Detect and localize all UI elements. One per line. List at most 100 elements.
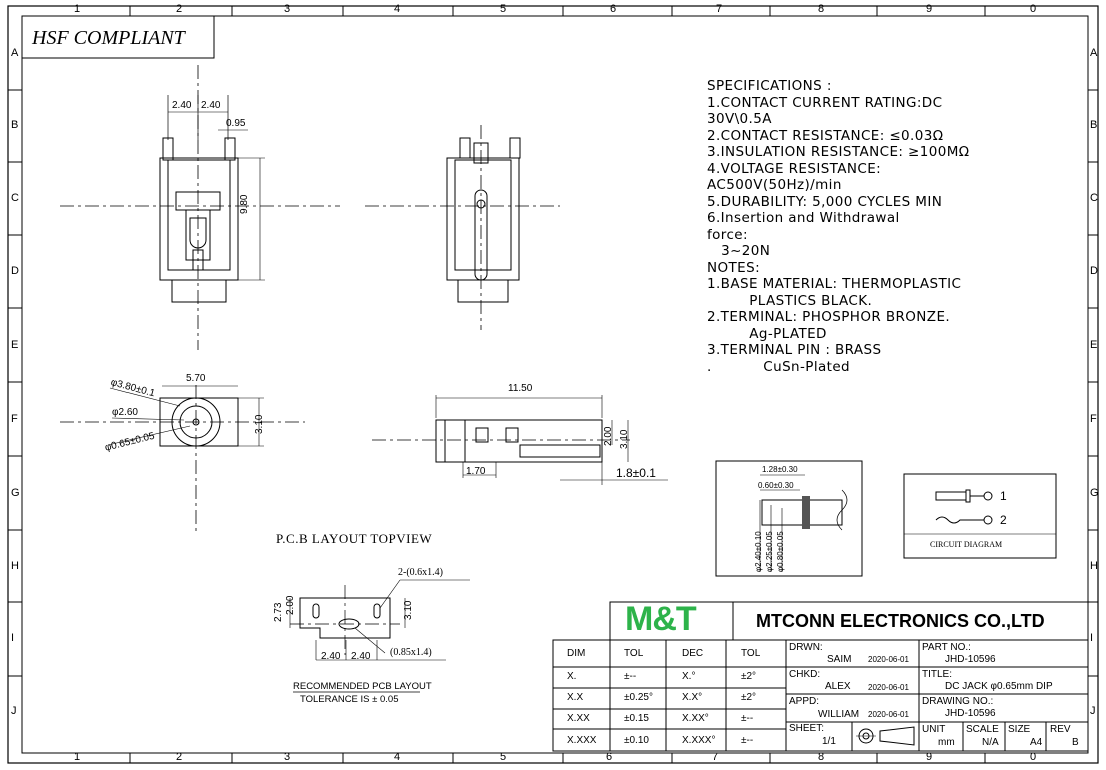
circuit-label: CIRCUIT DIAGRAM — [930, 540, 1003, 549]
grid-row-f: F — [11, 413, 18, 425]
spec-line: SPECIFICATIONS : — [707, 78, 832, 94]
grid-row-h: H — [11, 560, 19, 572]
spec-line: Ag-PLATED — [707, 325, 827, 342]
detail-dim-5: φ0.80±0.05 — [776, 531, 785, 572]
grid-col-5-bottom: 5 — [500, 751, 507, 763]
bottom-dim-3: φ2.60 — [112, 407, 138, 418]
grid-row-j: J — [11, 705, 17, 717]
grid-col-6: 6 — [610, 3, 617, 15]
bottom-dim-1: 5.70 — [186, 373, 206, 384]
tol-cell: ±2° — [741, 692, 757, 703]
front-dim-3: 0.95 — [226, 118, 246, 129]
grid-row-c: C — [11, 192, 19, 204]
grid-col-3: 3 — [284, 3, 291, 15]
detail-dim-1: 1.28±0.30 — [762, 465, 798, 474]
side-view-bottom — [372, 395, 668, 485]
tol-header-dec: DEC — [682, 648, 704, 659]
bottom-dim-5: 3.10 — [254, 414, 265, 434]
size-value: A4 — [1030, 737, 1043, 748]
projection-symbol — [856, 726, 915, 746]
grid-col-2: 2 — [176, 3, 183, 15]
tol-cell: ±-- — [741, 735, 754, 746]
drwn-label: DRWN: — [789, 642, 823, 653]
company-name: MTCONN ELECTRONICS CO.,LTD — [756, 611, 1045, 631]
pcb-dim-4: 3.10 — [403, 600, 414, 620]
tol-header-tol: TOL — [624, 648, 644, 659]
spec-line: . CuSn-Plated — [707, 358, 851, 375]
circuit-pin-1: 1 — [1000, 489, 1007, 503]
sheet-value: 1/1 — [822, 736, 836, 747]
chkd-date: 2020-06-01 — [868, 683, 909, 692]
tol-header-tol2: TOL — [741, 648, 761, 659]
hsf-box — [21, 15, 215, 59]
spec-line: 3~20N — [707, 243, 771, 259]
side-dim-2: 2.00 — [603, 426, 614, 446]
title-block-grid — [552, 601, 1089, 752]
tol-cell: ±2° — [741, 671, 757, 682]
appd-name: WILLIAM — [818, 709, 860, 720]
grid-col-8-bottom: 8 — [818, 751, 825, 763]
spec-line: 1.BASE MATERIAL: THERMOPLASTIC — [707, 276, 962, 292]
grid-col-3-bottom: 3 — [284, 751, 291, 763]
grid-row-e: E — [11, 339, 19, 351]
grid-col-5: 5 — [500, 3, 507, 15]
detail-dim-3: φ2.40±0.10 — [754, 531, 763, 572]
tol-cell: X.X — [567, 692, 584, 703]
front-dim-1: 2.40 — [172, 100, 192, 111]
pcb-dim-7: (0.85x1.4) — [390, 647, 432, 658]
part-no-label: PART NO.: — [922, 642, 971, 653]
part-no-value: JHD-10596 — [945, 654, 996, 665]
detail-dim-2: 0.60±0.30 — [758, 481, 794, 490]
spec-line: 4.VOLTAGE RESISTANCE: — [707, 160, 882, 177]
grid-row-b: B — [11, 119, 19, 131]
tol-cell: X.XXX° — [682, 735, 716, 746]
grid-col-0-bottom: 0 — [1030, 751, 1037, 763]
appd-label: APPD: — [789, 696, 820, 707]
pcb-dim-5: 2.40 — [321, 651, 341, 662]
pcb-dim-2: 2.73 — [273, 602, 284, 622]
specifications-block: SPECIFICATIONS : 1.CONTACT CURRENT RATIN… — [707, 78, 969, 375]
front-dim-4: 9.80 — [239, 194, 250, 214]
tol-cell: ±0.10 — [624, 735, 649, 746]
rev-label: REV — [1050, 724, 1071, 735]
grid-row-i: I — [11, 632, 15, 644]
title-value: DC JACK φ0.65mm DIP — [945, 681, 1053, 692]
tol-cell: X.XX° — [682, 713, 709, 724]
spec-line: PLASTICS BLACK. — [707, 292, 873, 309]
spec-line: 1.CONTACT CURRENT RATING:DC — [707, 94, 943, 111]
tol-cell: X.XXX — [567, 735, 597, 746]
grid-row-a-right: A — [1090, 47, 1098, 59]
grid-row-d-right: D — [1090, 265, 1098, 277]
grid-col-4-bottom: 4 — [394, 751, 401, 763]
grid-row-g: G — [11, 487, 20, 499]
front-dim-2: 2.40 — [201, 100, 221, 111]
spec-line: force: — [707, 226, 748, 243]
spec-line: 5.DURABILITY: 5,000 CYCLES MIN — [707, 193, 943, 210]
sheet-label: SHEET: — [789, 723, 825, 734]
grid-col-7-bottom: 7 — [712, 751, 719, 763]
circuit-diagram — [903, 473, 1057, 559]
grid-col-8: 8 — [818, 3, 825, 15]
appd-date: 2020-06-01 — [868, 710, 909, 719]
spec-line: 2.CONTACT RESISTANCE: ≤0.03Ω — [707, 127, 944, 144]
grid-col-1-bottom: 1 — [74, 751, 81, 763]
unit-label: UNIT — [922, 724, 946, 735]
bottom-view — [60, 385, 305, 535]
title-label: TITLE: — [922, 669, 953, 680]
grid-col-9-bottom: 9 — [926, 751, 933, 763]
side-dim-3: 3.10 — [619, 429, 630, 449]
spec-line: 2.TERMINAL: PHOSPHOR BRONZE. — [707, 309, 951, 325]
pcb-recommended-label: RECOMMENDED PCB LAYOUT — [293, 681, 432, 692]
pcb-dim-1: 2-(0.6x1.4) — [398, 567, 443, 578]
pcb-dim-3: 2.00 — [285, 595, 296, 615]
side-dim-5: 1.8±0.1 — [616, 466, 656, 480]
tol-cell: ±0.25° — [624, 692, 653, 703]
circuit-pin-2: 2 — [1000, 513, 1007, 527]
tol-cell: ±-- — [741, 713, 754, 724]
tol-cell: ±0.15 — [624, 713, 649, 724]
rev-value: B — [1072, 737, 1079, 748]
spec-line: NOTES: — [707, 259, 761, 276]
tol-cell: X.° — [682, 671, 696, 682]
grid-row-i-right: I — [1090, 632, 1094, 644]
